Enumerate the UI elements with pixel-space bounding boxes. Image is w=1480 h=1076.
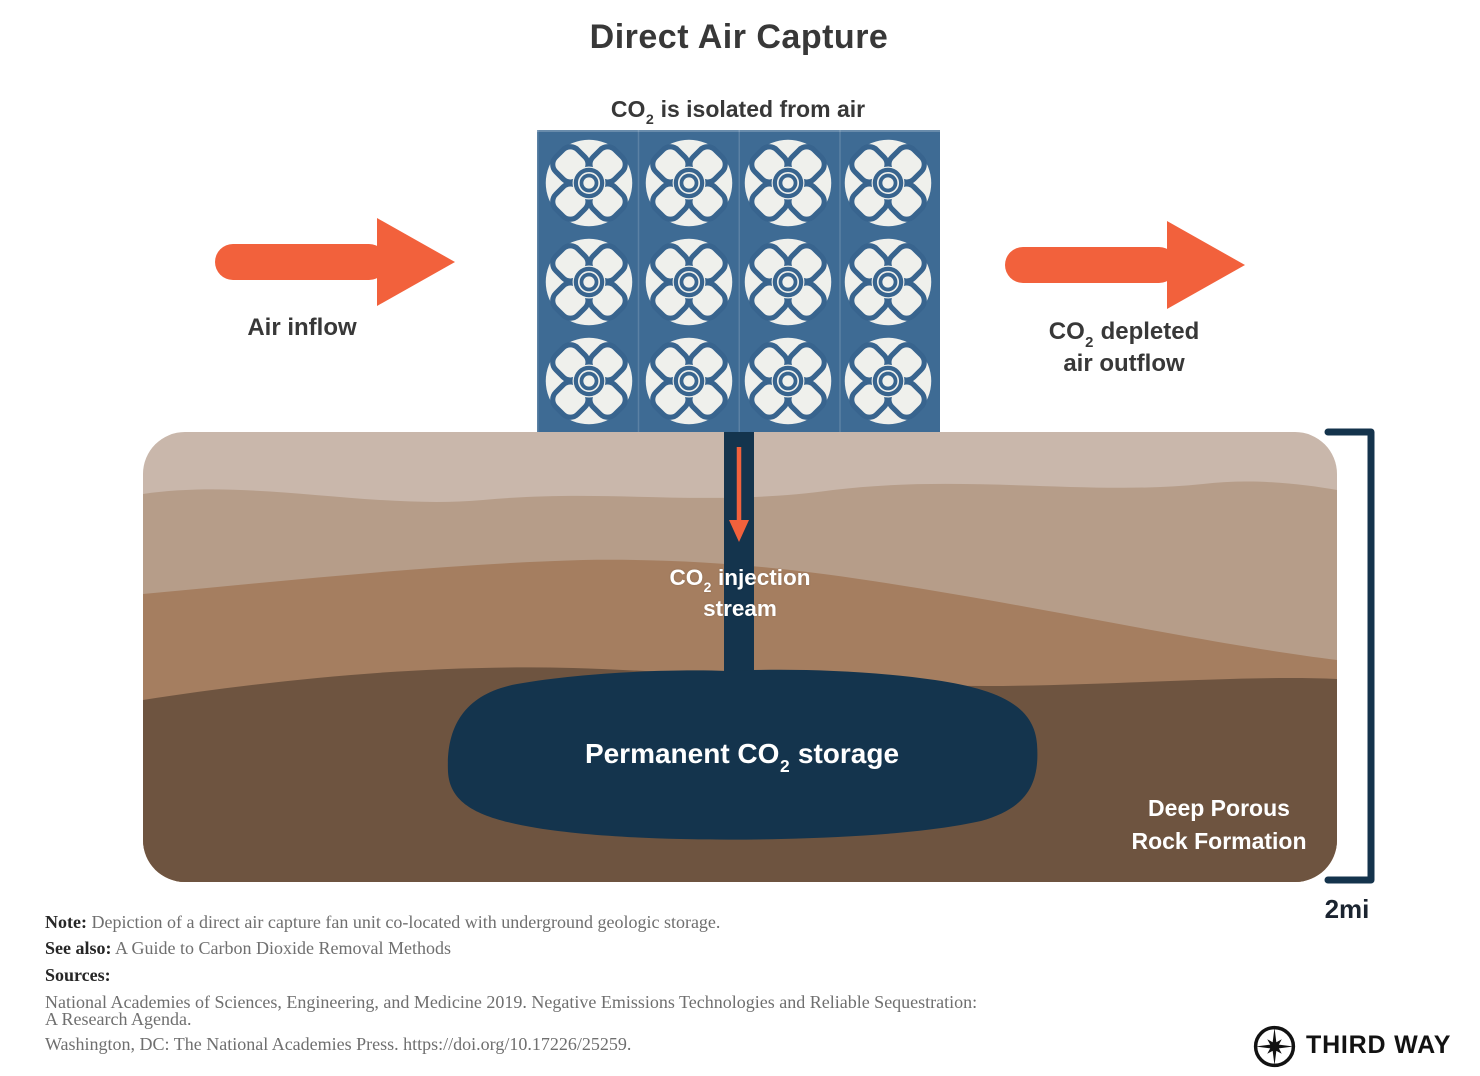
fan-grid <box>537 130 940 432</box>
depth-label: 2mi <box>1324 894 1370 924</box>
fan-icon <box>844 337 932 424</box>
page-title: Direct Air Capture <box>589 18 889 56</box>
fan-icon <box>844 140 932 227</box>
fan-icon <box>545 140 633 227</box>
capture-unit-label-post: is isolated from air <box>654 96 866 122</box>
footnote-note: Note: Depiction of a direct air capture … <box>45 912 721 932</box>
rock-formation-label: Deep Porous Rock Formation <box>1131 792 1306 858</box>
rock-formation-label-line2: Rock Formation <box>1131 828 1307 854</box>
fan-icon <box>645 140 732 227</box>
rock-formation-label-line1: Deep Porous <box>1148 795 1290 821</box>
fan-icon <box>545 238 633 326</box>
depth-bracket <box>1324 428 1375 884</box>
air-inflow-arrow-icon <box>215 218 455 306</box>
footnote-see-also: See also: A Guide to Carbon Dioxide Remo… <box>45 938 451 958</box>
capture-unit-label-pre: CO <box>610 96 646 122</box>
fan-icon <box>745 238 832 326</box>
footnote-sources-label: Sources: <box>45 965 111 985</box>
footnote-source-line2: A Research Agenda. <box>45 1009 192 1029</box>
injection-stream-label: CO2 injection stream <box>669 562 810 624</box>
fan-icon <box>645 337 732 424</box>
air-outflow-label: CO2 depleted air outflow <box>1049 316 1200 380</box>
injection-stream-label-line2: stream <box>703 596 777 621</box>
footnote-source-line1: National Academies of Sciences, Engineer… <box>45 992 978 1012</box>
air-outflow-label-line1: CO2 depleted <box>1048 318 1200 351</box>
storage-reservoir <box>447 669 1038 840</box>
air-outflow-arrow-icon <box>1005 221 1245 309</box>
capture-unit-label-sub: 2 <box>645 112 654 129</box>
injection-down-arrow-icon <box>729 447 749 542</box>
underground-cross-section <box>143 432 1337 882</box>
storage-label: Permanent CO2 storage <box>584 738 900 776</box>
fan-icon <box>645 238 732 326</box>
air-outflow-label-line2: air outflow <box>1063 350 1185 377</box>
capture-unit-label: CO2 is isolated from air <box>610 96 866 127</box>
fan-icon <box>545 337 633 424</box>
footnote-source-line3: Washington, DC: The National Academies P… <box>45 1034 632 1054</box>
fan-icon <box>844 238 932 326</box>
fan-icon <box>745 337 832 424</box>
third-way-compass-icon <box>1253 1025 1296 1068</box>
third-way-logo-text: THIRD WAY <box>1306 1031 1452 1059</box>
air-inflow-label: Air inflow <box>247 314 357 341</box>
fan-icon <box>745 140 832 227</box>
injection-stream-label-line1: CO2 injection <box>669 565 811 596</box>
footnote-see-also-label: See also: <box>45 938 112 958</box>
footnote-note-label: Note: <box>45 912 87 932</box>
